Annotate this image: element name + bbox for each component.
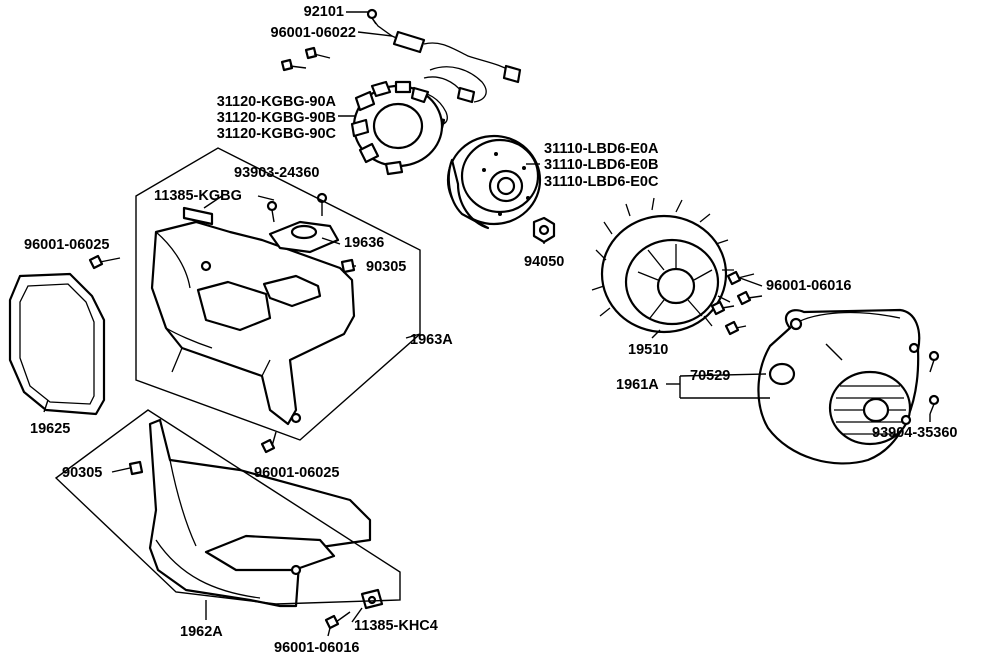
- label-96001-06025-bottom: 96001-06025: [254, 465, 339, 481]
- label-31120-kgbg-90b: 31120-KGBG-90B: [217, 110, 336, 126]
- screws-93904-35360: [928, 350, 940, 415]
- label-19636: 19636: [344, 235, 384, 251]
- clip-90305-top: [340, 258, 356, 274]
- label-93903-24360: 93903-24360: [234, 165, 319, 181]
- leader-lines: [43, 11, 931, 637]
- label-70529: 70529: [690, 368, 730, 384]
- label-31110-lbd6-e0c: 31110-LBD6-E0C: [544, 174, 659, 190]
- label-96001-06025-top: 96001-06025: [24, 237, 109, 253]
- group-outline-1962a: [54, 409, 401, 605]
- bolt-96001-06025-bottom: [260, 431, 277, 454]
- lower-shroud: [148, 418, 372, 608]
- label-92101: 92101: [304, 4, 344, 20]
- label-11385-khc4: 11385-KHC4: [354, 618, 438, 634]
- label-31110-lbd6-e0a: 31110-LBD6-E0A: [544, 141, 659, 157]
- bolts-96001-06016-right: [710, 270, 763, 336]
- label-94050: 94050: [524, 254, 564, 270]
- label-19625: 19625: [30, 421, 70, 437]
- fan-cover: [757, 308, 921, 465]
- label-1963a: 1963A: [410, 332, 453, 348]
- gasket-19625: [8, 272, 106, 416]
- label-19510: 19510: [628, 342, 668, 358]
- upper-shroud: [150, 220, 356, 426]
- bolt-96001-06025-top: [88, 254, 121, 270]
- flywheel-rotor: [446, 134, 542, 230]
- label-96001-06016-bottom: 96001-06016: [274, 640, 359, 656]
- clamp-11385-khc4: [360, 588, 384, 610]
- label-93904-35360: 93904-35360: [872, 425, 957, 441]
- label-96001-06016-right: 96001-06016: [766, 278, 851, 294]
- nut-94050: [532, 216, 556, 244]
- label-90305-bottom: 90305: [62, 465, 102, 481]
- label-96001-06022: 96001-06022: [271, 25, 356, 41]
- clip-11385-kgbg: [182, 206, 214, 226]
- plate-19636: [268, 220, 340, 254]
- stator-coil: [350, 80, 444, 176]
- label-11385-kgbg: 11385-KGBG: [154, 188, 242, 204]
- label-31120-kgbg-90a: 31120-KGBG-90A: [217, 94, 337, 110]
- label-31110-lbd6-e0b: 31110-LBD6-E0B: [544, 157, 658, 173]
- bolt-96001-06016-bottom: [324, 611, 351, 630]
- screw-92101: [366, 8, 378, 25]
- label-1961a: 1961A: [616, 377, 659, 393]
- clip-90305-bottom: [128, 460, 144, 476]
- bolts-96001-06022: [280, 46, 331, 72]
- cooling-fan: [591, 197, 734, 334]
- label-31120-kgbg-90c: 31120-KGBG-90C: [217, 126, 337, 142]
- label-1962a: 1962A: [180, 624, 223, 640]
- label-90305-top: 90305: [366, 259, 406, 275]
